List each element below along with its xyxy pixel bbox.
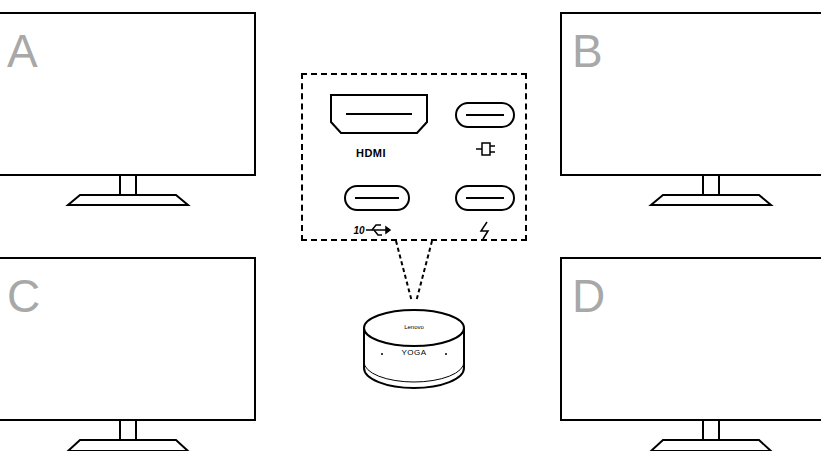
label-text: HDMI xyxy=(356,148,386,159)
label-text: A xyxy=(7,28,38,74)
callout-leader xyxy=(396,241,432,302)
monitor-screen: A xyxy=(0,12,256,176)
monitor-stands xyxy=(68,175,771,451)
monitor-screen: C xyxy=(0,257,256,421)
label-text: B xyxy=(572,28,603,74)
monitor-screen: D xyxy=(560,257,821,421)
label-text: 10 xyxy=(353,226,364,236)
label-text: D xyxy=(572,273,605,319)
label-text: Lenovo xyxy=(404,324,424,330)
port-callout: HDMI 10 xyxy=(301,73,527,241)
yoga-dock: LenovoYOGA xyxy=(362,306,466,394)
monitor-screen: B xyxy=(560,12,821,176)
label-text: C xyxy=(7,273,40,319)
label-text: YOGA xyxy=(401,349,426,357)
ports xyxy=(331,95,514,210)
